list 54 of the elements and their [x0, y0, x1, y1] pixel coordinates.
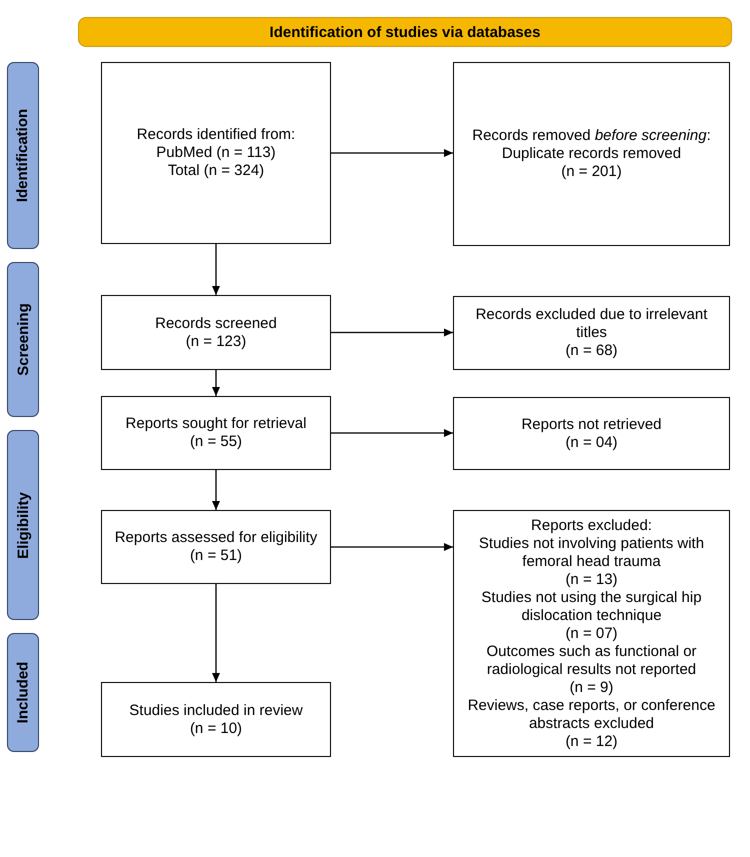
box-text: Reports excluded:: [531, 516, 652, 534]
process-box: [453, 510, 730, 757]
process-box: [101, 295, 331, 370]
process-box: [453, 397, 730, 470]
box-text: (n = 9): [570, 678, 614, 696]
process-box: [453, 296, 730, 370]
arrow: [331, 149, 453, 157]
box-text: Studies not using the surgical hip dislocation technique: [480, 588, 703, 624]
phase-label-bar: [7, 62, 39, 249]
box-text: Records identified from:: [136, 126, 296, 144]
box-text: Records screened: [155, 314, 277, 332]
box-text: Reports not retrieved: [521, 416, 662, 434]
box-text: (n = 68): [565, 342, 618, 360]
phase-label: Screening: [14, 303, 32, 376]
box-text: (n = 04): [565, 434, 618, 452]
box-text: (n = 201): [561, 163, 622, 181]
box-text: Reports sought for retrieval: [126, 415, 306, 433]
phase-label: Identification: [14, 108, 32, 202]
box-text: (n = 123): [186, 332, 246, 350]
box-text: Total (n = 324): [168, 162, 264, 180]
box-text: Reviews, case reports, or conference abstracts excluded: [466, 696, 716, 732]
box-text: Studies included in review: [129, 702, 303, 720]
arrow: [212, 244, 220, 295]
arrow: [212, 584, 220, 682]
arrow: [331, 429, 453, 437]
box-text: Duplicate records removed: [502, 145, 682, 163]
header-text: Identification of studies via databases: [270, 24, 540, 40]
box-text: Outcomes such as functional or radiological results not reported: [485, 642, 698, 678]
box-text: PubMed (n = 113): [156, 144, 276, 162]
box-text: (n = 51): [190, 547, 242, 565]
section-header: [78, 17, 732, 47]
phase-label: Included: [14, 662, 32, 724]
phase-label-bar: [7, 262, 39, 417]
box-text: (n = 55): [190, 433, 242, 451]
box-text: Records excluded due to irrelevant titles: [474, 306, 708, 342]
phase-label-bar: [7, 430, 39, 620]
phase-label-bar: [7, 633, 39, 752]
process-box: [101, 682, 331, 757]
process-box: [101, 62, 331, 244]
process-box: [101, 396, 331, 470]
box-text: (n = 10): [190, 720, 242, 738]
arrow: [212, 470, 220, 510]
process-box: [453, 62, 730, 246]
process-box: [101, 510, 331, 584]
arrow: [331, 543, 453, 551]
box-text: Records removed before screening:: [472, 127, 711, 145]
box-text: (n = 07): [565, 624, 618, 642]
box-text: Reports assessed for eligibility: [114, 529, 318, 547]
box-text: Studies not involving patients with femoral head trauma: [478, 534, 706, 570]
box-text: (n = 13): [565, 570, 618, 588]
arrow: [331, 328, 453, 336]
box-text: (n = 12): [565, 732, 618, 750]
phase-label: Eligibility: [14, 492, 32, 558]
arrow: [212, 370, 220, 396]
